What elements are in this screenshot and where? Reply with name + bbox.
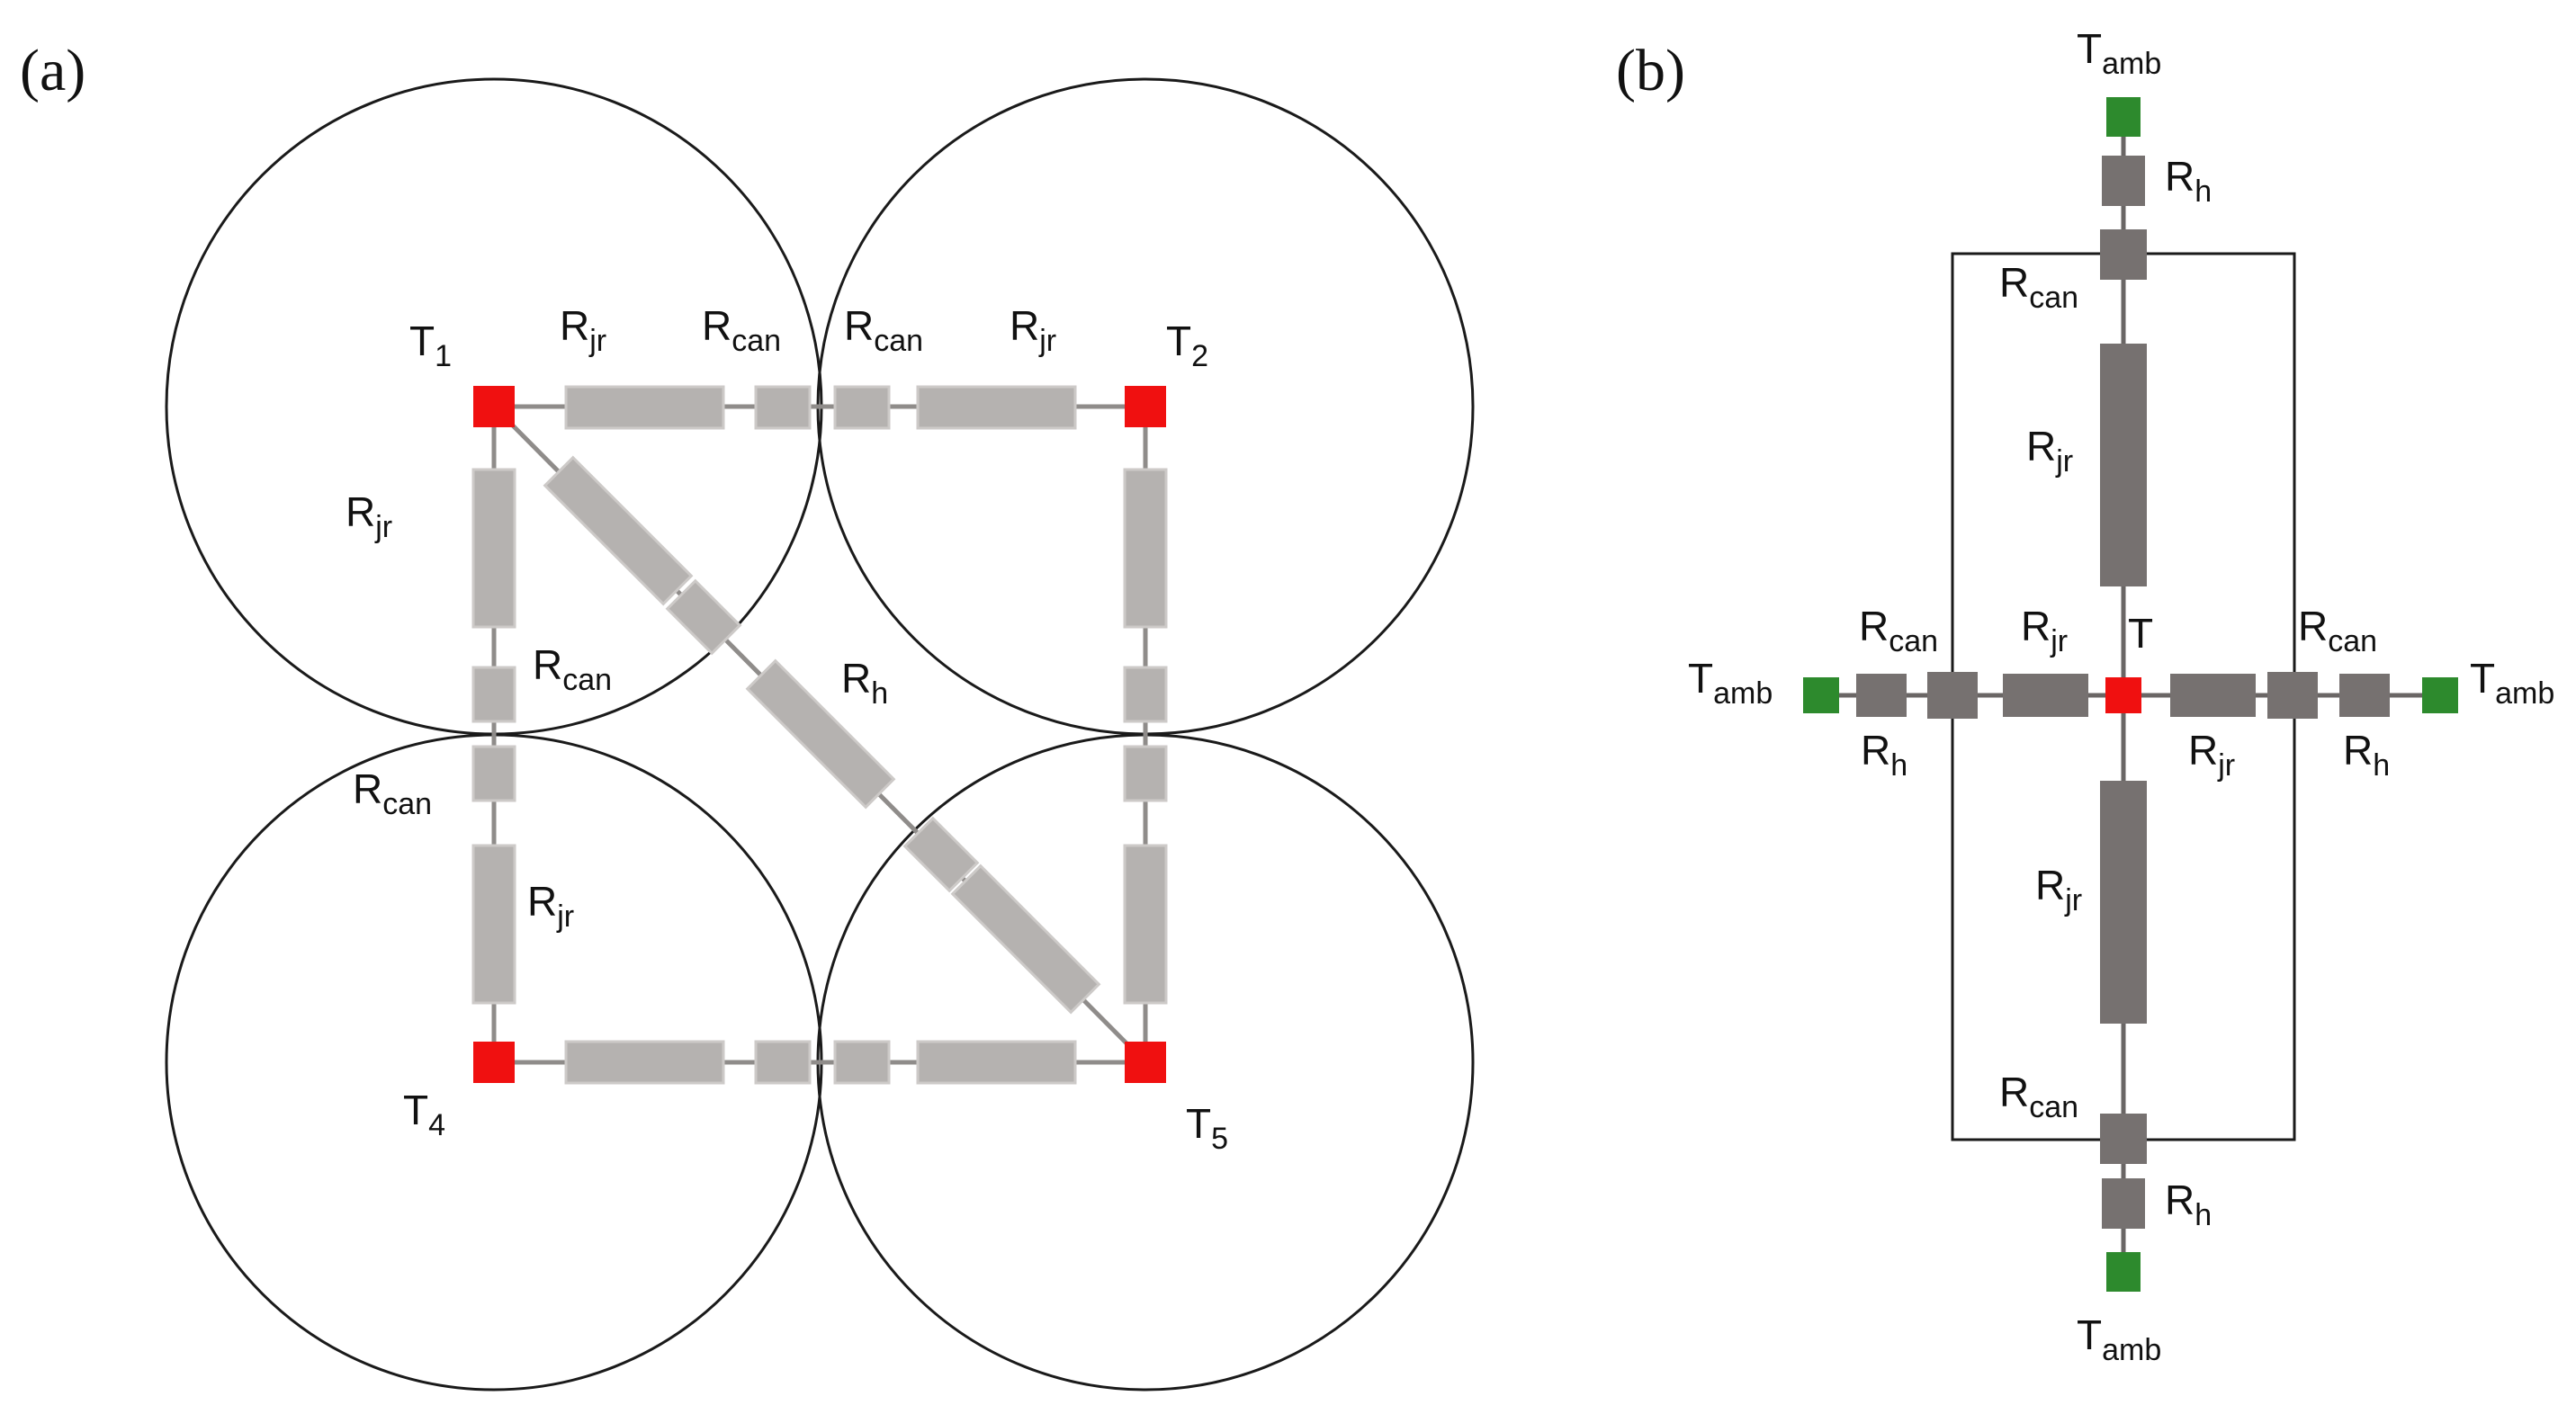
node-tamb-bottom <box>2106 1252 2141 1292</box>
resistor-jr-t1-t4-b <box>471 844 516 1005</box>
label-rh-diagonal: Rh <box>841 655 888 711</box>
resistor-can-t1-t4-b <box>471 745 516 802</box>
resistor-jr-bottom <box>2100 781 2147 1024</box>
label-rcan-right: Rcan <box>2298 603 2377 658</box>
node-t4 <box>473 1042 515 1083</box>
panel-a: (a) <box>20 38 1475 1392</box>
node-tamb-top <box>2106 97 2141 137</box>
resistor-jr-diag-b <box>950 864 1101 1015</box>
node-label-t2: T2 <box>1166 318 1208 373</box>
resistor-h-diag <box>745 658 896 810</box>
node-t2 <box>1125 386 1166 427</box>
label-rjr-bottom: Rjr <box>2035 862 2082 917</box>
label-rcan-left-upper: Rcan <box>533 641 612 697</box>
resistor-jr-left <box>2003 674 2088 717</box>
node-label-t1: T1 <box>409 318 452 373</box>
resistor-jr-t4-t5-b <box>916 1040 1077 1085</box>
label-rjr-left: Rjr <box>2021 603 2068 658</box>
node-label-t-center: T <box>2128 610 2153 657</box>
node-label-tamb-bottom: Tamb <box>2077 1311 2161 1367</box>
resistor-jr-t2-t5-a <box>1123 468 1168 629</box>
label-rjr-top-left: Rjr <box>560 302 606 358</box>
resistor-jr-t4-t5-a <box>564 1040 725 1085</box>
resistor-jr-t2-t5-b <box>1123 844 1168 1005</box>
resistor-h-left <box>1856 674 1907 717</box>
resistor-can-diag-a <box>665 578 742 656</box>
node-t5 <box>1125 1042 1166 1083</box>
label-rjr-top: Rjr <box>2026 423 2073 479</box>
node-tamb-left <box>1803 677 1839 713</box>
resistor-can-bottom <box>2100 1114 2147 1164</box>
label-rjr-top-right: Rjr <box>1010 302 1056 358</box>
resistor-can-t4-t5-b <box>833 1040 891 1085</box>
label-rcan-left-lower: Rcan <box>353 765 432 821</box>
node-label-tamb-left: Tamb <box>1688 655 1773 711</box>
resistor-can-left <box>1927 672 1978 719</box>
resistor-can-t1-t2-a <box>754 385 812 430</box>
resistor-jr-top <box>2100 344 2147 586</box>
label-rh-left: Rh <box>1861 727 1907 783</box>
resistor-h-right <box>2339 674 2390 717</box>
node-label-tamb-top: Tamb <box>2077 25 2161 81</box>
node-label-tamb-right: Tamb <box>2470 655 2554 711</box>
resistor-can-t2-t5-b <box>1123 745 1168 802</box>
resistor-h-bottom <box>2102 1178 2145 1229</box>
label-rh-bottom: Rh <box>2165 1177 2212 1232</box>
resistor-can-t2-t5-a <box>1123 666 1168 723</box>
label-rcan-bottom: Rcan <box>1999 1069 2078 1124</box>
node-tamb-right <box>2422 677 2458 713</box>
panel-b: (b) <box>1616 25 2554 1367</box>
label-rjr-right: Rjr <box>2188 727 2235 783</box>
node-t1 <box>473 386 515 427</box>
label-rcan-left: Rcan <box>1859 603 1938 658</box>
resistor-can-top <box>2100 229 2147 280</box>
resistor-can-diag-b <box>902 816 980 893</box>
node-t-center <box>2105 677 2141 713</box>
label-rcan-top-right: Rcan <box>844 302 923 358</box>
resistor-h-top <box>2102 156 2145 206</box>
label-rcan-top-left: Rcan <box>702 302 781 358</box>
resistor-can-right <box>2267 672 2318 719</box>
label-rjr-left-lower: Rjr <box>527 878 574 934</box>
resistor-can-t4-t5-a <box>754 1040 812 1085</box>
resistor-can-t1-t2-b <box>833 385 891 430</box>
resistor-can-t1-t4-a <box>471 666 516 723</box>
node-label-t4: T4 <box>403 1087 445 1142</box>
resistor-jr-t1-t4-a <box>471 468 516 629</box>
resistor-jr-diag-a <box>543 455 694 606</box>
panel-a-label: (a) <box>20 38 85 103</box>
label-rcan-top: Rcan <box>1999 259 2078 315</box>
resistor-jr-right <box>2170 674 2256 717</box>
label-rh-right: Rh <box>2343 727 2390 783</box>
resistor-jr-t1-t2-a <box>564 385 725 430</box>
label-rjr-left-upper: Rjr <box>346 488 392 544</box>
label-rh-top: Rh <box>2165 153 2212 209</box>
resistor-jr-t1-t2-b <box>916 385 1077 430</box>
panel-b-label: (b) <box>1616 38 1685 103</box>
node-label-t5: T5 <box>1186 1100 1228 1156</box>
